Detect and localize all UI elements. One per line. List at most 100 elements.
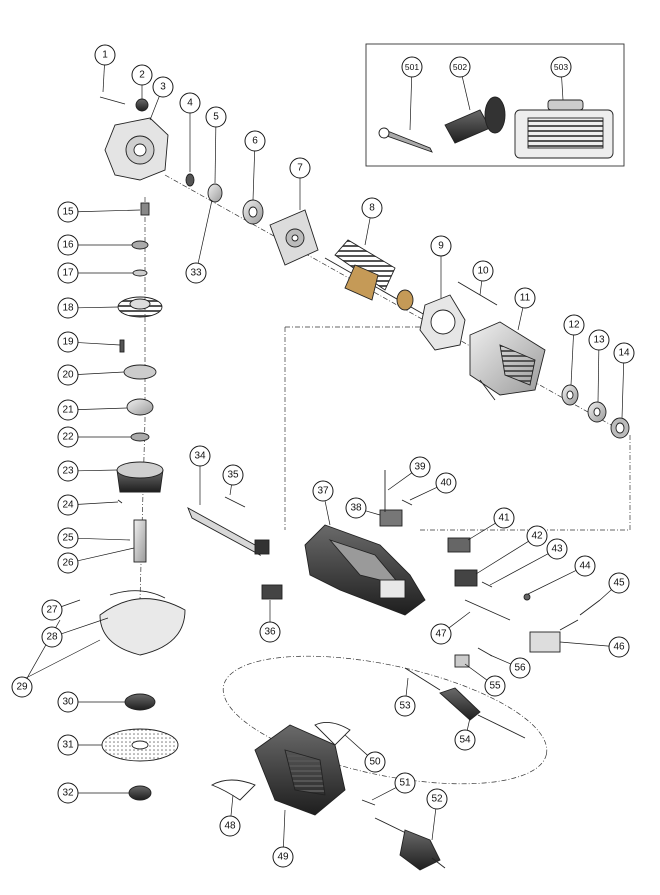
leader-line-43 (489, 553, 549, 586)
connector-41 (447, 537, 471, 553)
callout-502: 502 (449, 56, 471, 78)
callout-number: 51 (399, 778, 411, 789)
callout-number: 9 (438, 241, 444, 252)
callout-number: 21 (62, 405, 74, 416)
callout-number: 39 (414, 462, 426, 473)
spindle-stack (116, 202, 164, 563)
callout-35: 35 (222, 464, 244, 486)
leader-line-3 (149, 96, 160, 121)
nut-2 (135, 98, 149, 112)
callout-14: 14 (613, 342, 635, 364)
plug-cord-52 (374, 817, 446, 871)
callout-38: 38 (345, 497, 367, 519)
callout-circle (131, 64, 153, 86)
label-48 (210, 779, 256, 801)
callout-number: 47 (435, 629, 447, 640)
callout-circle (179, 92, 201, 114)
washer-4 (185, 173, 195, 187)
callout-11: 11 (514, 287, 536, 309)
callout-circle (57, 201, 79, 223)
leader-line-51 (371, 787, 397, 801)
nut-32 (128, 785, 152, 801)
callout-circle (57, 782, 79, 804)
leader-line-8 (364, 217, 371, 246)
leader-line-40 (409, 486, 438, 501)
callout-number: 44 (579, 561, 591, 572)
callout-18: 18 (57, 297, 79, 319)
callout-circle (484, 675, 506, 697)
callout-24: 24 (57, 494, 79, 516)
stator-11 (469, 321, 546, 401)
leader-line-29b (25, 639, 101, 679)
callout-25: 25 (57, 527, 79, 549)
callout-number: 1 (102, 50, 108, 61)
screw-51 (361, 799, 376, 806)
terminal-45 (579, 599, 601, 616)
callout-circle (430, 235, 452, 257)
callout-circle (57, 297, 79, 319)
callout-circle (409, 456, 431, 478)
callout-6: 6 (244, 130, 266, 152)
armature-8 (324, 239, 426, 316)
gear-cover-3 (104, 117, 169, 181)
callout-number: 16 (62, 240, 74, 251)
capacitor-46 (529, 619, 579, 653)
leader-line-14 (621, 362, 625, 419)
callout-22: 22 (57, 426, 79, 448)
callout-47: 47 (430, 623, 452, 645)
callout-number: 25 (62, 533, 74, 544)
accessories-box (365, 43, 625, 167)
callout-number: 18 (62, 303, 74, 314)
callout-number: 32 (62, 788, 74, 799)
leader-line-12 (570, 334, 574, 386)
leader-line-27 (61, 599, 81, 607)
callout-number: 26 (62, 558, 74, 569)
carrying-case-503 (514, 99, 614, 159)
callout-circle (57, 494, 79, 516)
callout-circle (472, 260, 494, 282)
leader-line-45 (599, 589, 612, 601)
callout-9: 9 (430, 235, 452, 257)
callout-number: 35 (227, 470, 239, 481)
callout-circle (454, 729, 476, 751)
callout-circle (449, 56, 471, 78)
callout-number: 501 (405, 62, 419, 72)
callout-circle (312, 480, 334, 502)
switch-36 (261, 584, 283, 600)
callout-number: 29 (16, 682, 28, 693)
callout-43: 43 (546, 538, 568, 560)
leader-line-20 (77, 371, 125, 375)
callout-circle (57, 234, 79, 256)
callout-circle (345, 497, 367, 519)
callout-circle (608, 636, 630, 658)
callout-number: 31 (62, 740, 74, 751)
leader-line-18 (77, 306, 119, 309)
side-bracket-34 (187, 506, 270, 557)
bracket-plate-7 (269, 209, 319, 266)
housing-37 (304, 524, 426, 616)
callout-circle (244, 130, 266, 152)
bearing-6 (242, 199, 264, 225)
leader-line-48 (230, 794, 234, 817)
callout-number: 23 (62, 466, 74, 477)
callout-circle (57, 262, 79, 284)
callout-number: 5 (213, 112, 219, 123)
side-handle-502 (444, 96, 506, 144)
leader-line-44 (527, 570, 577, 595)
callout-circle (563, 314, 585, 336)
callout-501: 501 (401, 56, 423, 78)
callout-55: 55 (484, 675, 506, 697)
callout-number: 53 (399, 701, 411, 712)
pin-44 (523, 593, 531, 601)
callout-56: 56 (509, 657, 531, 679)
leader-line-19 (77, 342, 121, 346)
callout-number: 27 (46, 605, 58, 616)
leader-line-37 (324, 500, 331, 526)
leader-line-5 (214, 126, 217, 184)
leader-line-54 (466, 717, 471, 731)
leader-line-33 (197, 199, 213, 264)
callout-number: 19 (62, 337, 74, 348)
rod-35 (224, 496, 246, 508)
cord-bush-54 (404, 667, 526, 739)
screw-43 (481, 581, 493, 588)
